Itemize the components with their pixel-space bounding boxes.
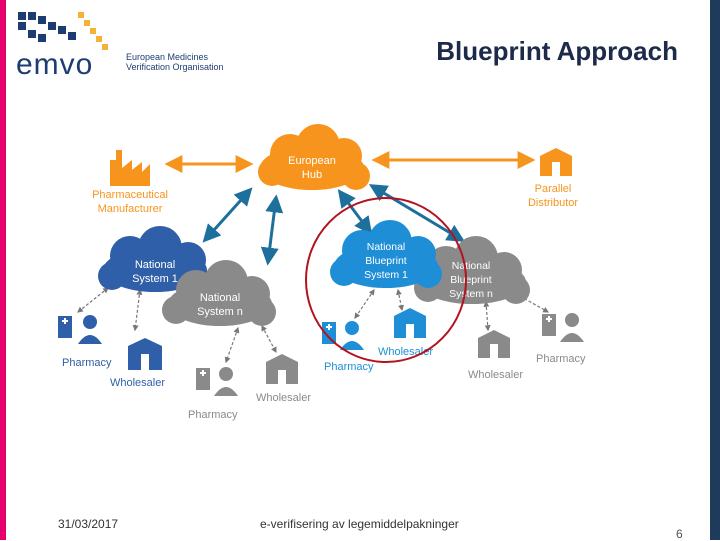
nbs1-label-3: System 1 xyxy=(364,269,408,281)
svg-text:National: National xyxy=(200,292,240,304)
svg-text:Wholesaler: Wholesaler xyxy=(110,377,165,389)
ns1-pharmacy-link xyxy=(77,287,109,313)
ns1-pharmacy-label: Pharmacy xyxy=(62,357,112,369)
svg-text:System n: System n xyxy=(449,288,493,300)
ns1-label-2: System 1 xyxy=(132,273,178,285)
wholesaler-building-icon xyxy=(478,330,510,358)
svg-text:Parallel: Parallel xyxy=(535,183,572,195)
pharmacy-icon xyxy=(542,313,584,342)
nbs1-pharmacy-link xyxy=(354,289,375,319)
hub-nbsn-arrow xyxy=(368,184,466,242)
nsn-pharmacy-label: Pharmacy xyxy=(188,409,238,421)
nbs1-pharmacy-label: Pharmacy xyxy=(324,361,374,373)
svg-text:System n: System n xyxy=(197,306,243,318)
pharmacy-icon xyxy=(196,367,238,396)
svg-text:European: European xyxy=(288,155,336,167)
factory-icon xyxy=(110,150,150,186)
ns1-label-1: National xyxy=(135,259,175,271)
nbsn-label-1: National xyxy=(452,260,491,272)
svg-text:Pharmacy: Pharmacy xyxy=(536,353,586,365)
hub-label-1: European xyxy=(288,155,336,167)
svg-text:Blueprint: Blueprint xyxy=(450,274,492,286)
svg-text:Pharmacy: Pharmacy xyxy=(188,409,238,421)
svg-text:Manufacturer: Manufacturer xyxy=(98,203,163,215)
nbsn-label-2: Blueprint xyxy=(450,274,492,286)
footer-date: 31/03/2017 xyxy=(58,517,119,531)
distributor-label-1: Parallel xyxy=(535,183,572,195)
european-hub-cloud: European Hub xyxy=(258,124,370,190)
footer-title: e-verifisering av legemiddelpakninger xyxy=(260,517,459,531)
logo-org-line-2: Verification Organisation xyxy=(126,62,224,72)
svg-text:System 1: System 1 xyxy=(364,269,408,281)
hub-ns1-arrow xyxy=(202,187,253,243)
nbsn-wholesaler-label: Wholesaler xyxy=(468,369,523,381)
nbsn-pharmacy-label: Pharmacy xyxy=(536,353,586,365)
nbsn-label-3: System n xyxy=(449,288,493,300)
svg-text:System 1: System 1 xyxy=(132,273,178,285)
nbs1-label-1: National xyxy=(367,241,406,253)
pharmacy-icon xyxy=(58,315,102,344)
nsn-wholesaler-label: Wholesaler xyxy=(256,392,311,404)
svg-text:Hub: Hub xyxy=(302,169,322,181)
pharmacy-icon xyxy=(322,321,364,350)
ns1-wholesaler-link xyxy=(132,288,143,332)
svg-text:Pharmacy: Pharmacy xyxy=(324,361,374,373)
nsn-pharmacy-link xyxy=(224,326,240,364)
right-accent-bar xyxy=(710,0,720,540)
distributor-building-icon xyxy=(540,148,572,176)
svg-text:Wholesaler: Wholesaler xyxy=(256,392,311,404)
slide-title: Blueprint Approach xyxy=(436,36,678,66)
nsn-label-1: National xyxy=(200,292,240,304)
hub-nbs1-arrow xyxy=(337,189,373,235)
wholesaler-building-icon xyxy=(266,354,298,384)
svg-text:Distributor: Distributor xyxy=(528,197,578,209)
national-system-n-cloud: National System n xyxy=(162,260,276,326)
national-blueprint-system-1-cloud: National Blueprint System 1 xyxy=(330,220,442,288)
emvo-logo-mark xyxy=(18,12,108,50)
svg-text:Pharmacy: Pharmacy xyxy=(62,357,112,369)
logo-organisation-name: European Medicines Verification Organisa… xyxy=(126,52,224,72)
page-number: 6 xyxy=(676,527,683,541)
manufacturer-label-1: Pharmaceutical xyxy=(92,189,168,201)
manufacturer-label-2: Manufacturer xyxy=(98,203,163,215)
svg-text:Blueprint: Blueprint xyxy=(365,255,407,267)
nbs1-wholesaler-link xyxy=(395,288,405,312)
nsn-label-2: System n xyxy=(197,306,243,318)
hub-label-2: Hub xyxy=(302,169,322,181)
wholesaler-building-icon xyxy=(128,338,162,370)
svg-text:National: National xyxy=(367,241,406,253)
nbsn-wholesaler-link xyxy=(483,300,491,332)
svg-text:Wholesaler: Wholesaler xyxy=(468,369,523,381)
svg-text:National: National xyxy=(135,259,175,271)
distributor-label-2: Distributor xyxy=(528,197,578,209)
ns1-wholesaler-label: Wholesaler xyxy=(110,377,165,389)
highlight-circle xyxy=(305,197,467,363)
wholesaler-building-icon xyxy=(394,308,426,338)
logo-wordmark: emvo xyxy=(16,48,94,81)
svg-text:Pharmaceutical: Pharmaceutical xyxy=(92,189,168,201)
nbs1-label-2: Blueprint xyxy=(365,255,407,267)
nsn-wholesaler-link xyxy=(261,324,277,354)
left-accent-bar xyxy=(0,0,6,540)
hub-nsn-arrow xyxy=(260,194,284,266)
svg-text:National: National xyxy=(452,260,491,272)
logo-org-line-1: European Medicines xyxy=(126,52,209,62)
